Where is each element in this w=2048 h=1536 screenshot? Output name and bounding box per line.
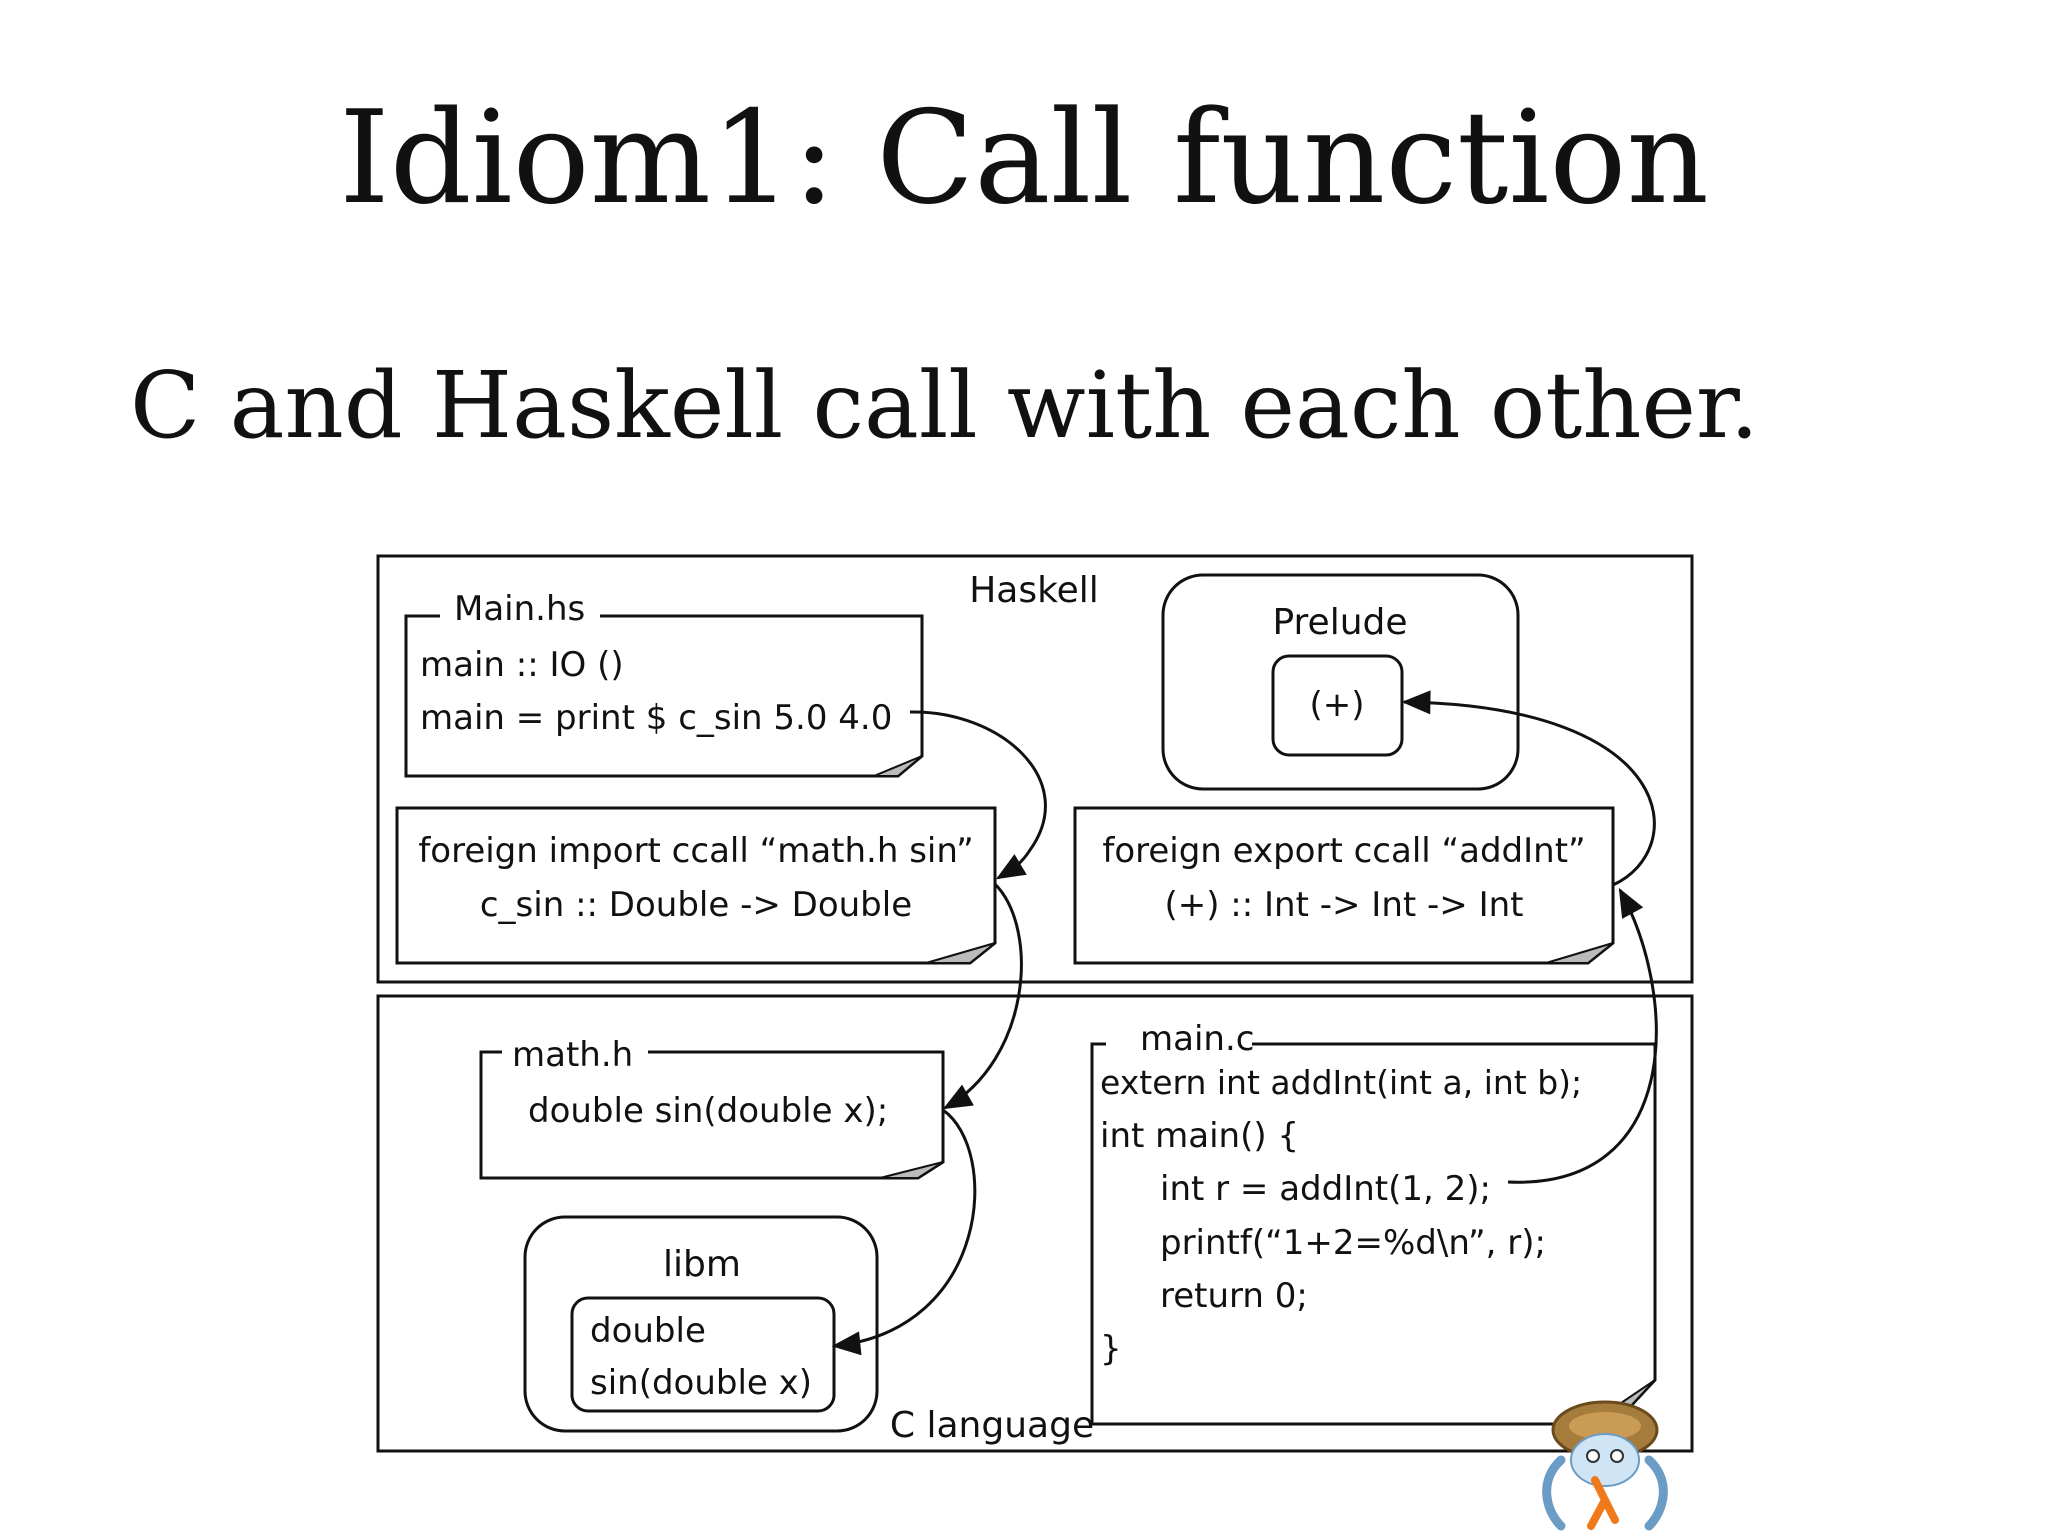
libm-module: libm double sin(double x) [523, 1215, 879, 1433]
main-c-line3: int r = addInt(1, 2); [1160, 1169, 1491, 1209]
main-c-line4: printf(“1+2=%d\n”, r); [1160, 1223, 1546, 1263]
main-c-title: main.c [1140, 1019, 1254, 1059]
c-region [376, 994, 1694, 1453]
arrow-foreign-import-to-math-h [942, 882, 1023, 1110]
c-region-label: C language [890, 1405, 1094, 1446]
main-c-line2: int main() { [1100, 1116, 1299, 1156]
arrow-main-hs-to-foreign-import [909, 710, 1047, 880]
foreign-export-line1: foreign export ccall “addInt” [1102, 831, 1585, 871]
main-c-line1: extern int addInt(int a, int b); [1100, 1063, 1582, 1102]
arrow-math-h-to-libm [831, 1108, 977, 1356]
haskell-region [376, 554, 1694, 984]
main-hs-line2: main = print $ c_sin 5.0 4.0 [420, 698, 892, 738]
libm-title: libm [663, 1244, 741, 1285]
math-h-document: math.h double sin(double x); [479, 1030, 945, 1180]
haskell-region-label: Haskell [969, 570, 1099, 611]
main-hs-title: Main.hs [454, 589, 585, 629]
main-c-document: main.c extern int addInt(int a, int b); … [1090, 1019, 1657, 1426]
main-c-line5: return 0; [1160, 1276, 1308, 1316]
arrow-main-c-to-foreign-export [1507, 887, 1658, 1184]
libm-line2: sin(double x) [590, 1363, 812, 1403]
prelude-module: Prelude (+) [1161, 573, 1520, 791]
foreign-export-line2: (+) :: Int -> Int -> Int [1164, 885, 1523, 925]
haskell-mascot-icon [1542, 1400, 1668, 1531]
main-hs-document: Main.hs main :: IO () main = print $ c_s… [404, 589, 924, 778]
prelude-plus-op: (+) [1309, 685, 1364, 725]
slide-bullet: C and Haskell call with each other. [130, 352, 1760, 459]
math-h-title: math.h [512, 1035, 633, 1075]
libm-line1: double [590, 1311, 706, 1351]
foreign-import-line2: c_sin :: Double -> Double [480, 885, 912, 925]
foreign-import-document: foreign import ccall “math.h sin” c_sin … [395, 806, 997, 965]
main-hs-line1: main :: IO () [420, 645, 624, 685]
arrow-foreign-export-to-prelude [1401, 690, 1656, 887]
prelude-title: Prelude [1272, 602, 1407, 643]
foreign-export-document: foreign export ccall “addInt” (+) :: Int… [1073, 806, 1615, 965]
foreign-import-line1: foreign import ccall “math.h sin” [418, 831, 973, 871]
math-h-line1: double sin(double x); [528, 1091, 888, 1131]
main-c-line6: } [1100, 1329, 1122, 1369]
slide-title: Idiom1: Call function [339, 84, 1709, 233]
